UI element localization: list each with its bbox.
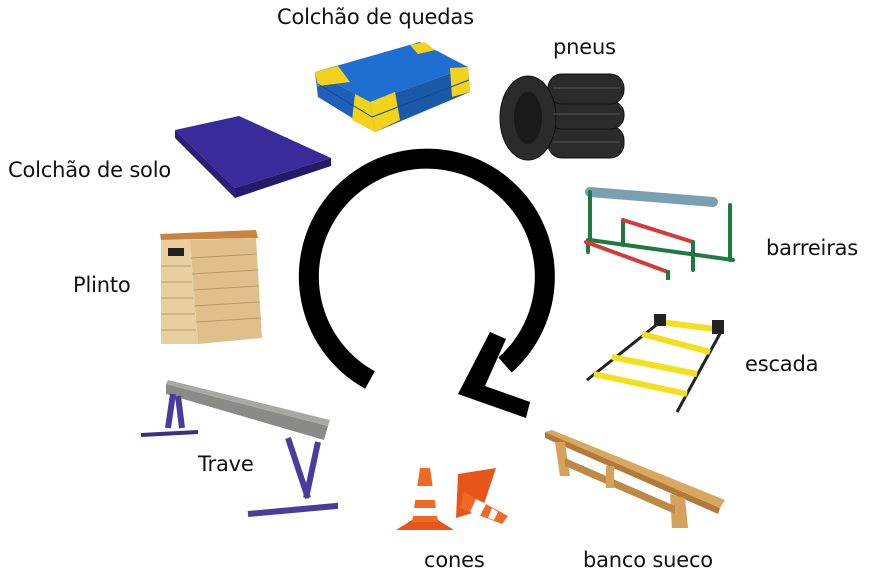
agility-ladder-icon — [582, 312, 732, 417]
station-label-hurdles: barreiras — [766, 236, 859, 260]
tires-icon — [498, 68, 628, 163]
station-label-tires: pneus — [553, 35, 616, 59]
station-label-bench: banco sueco — [583, 548, 713, 572]
station-label-beam: Trave — [198, 452, 254, 476]
station-label-crash-mat: Colchão de quedas — [277, 5, 474, 29]
swedish-bench-icon — [540, 428, 730, 528]
station-label-cones: cones — [424, 548, 485, 572]
balance-beam-icon — [138, 380, 338, 525]
vaulting-box-icon — [158, 226, 263, 346]
station-label-ladder: escada — [745, 352, 819, 376]
cones-icon — [394, 464, 516, 539]
station-label-vaulting-box: Plinto — [73, 273, 131, 297]
crash-mat-icon — [310, 42, 475, 137]
floor-mat-icon — [173, 116, 333, 201]
station-label-floor-mat: Colchão de solo — [8, 158, 171, 182]
clockwise-cycle-arrow-icon — [290, 140, 580, 430]
hurdles-icon — [578, 160, 748, 280]
